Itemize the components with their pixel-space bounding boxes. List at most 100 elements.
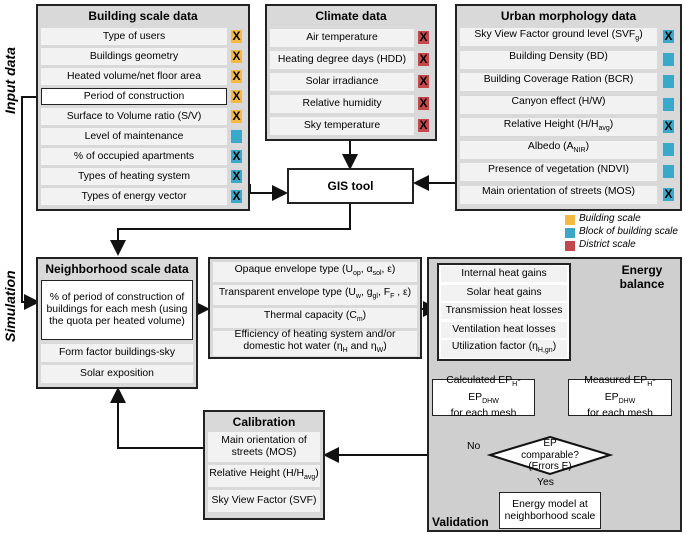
scale-marker [663,75,674,88]
climate-item: Air temperature [270,29,414,47]
climate-item: Sky temperature [270,117,414,135]
legend-swatch [565,228,575,238]
scale-marker: X [418,52,429,66]
climate-title: Climate data [315,9,387,23]
scale-marker [231,130,242,143]
decision-text: EP comparable? (Errors E) [521,438,579,473]
scale-marker: X [231,149,242,163]
climate-item: Heating degree days (HDD) [270,51,414,69]
legend-swatch [565,241,575,251]
calibration-item-relative-height: Relative Height (H/Havg) [208,465,320,487]
climate-item-label: Sky temperature [303,120,381,131]
calibration-item-mos: Main orientation of streets (MOS) [208,432,320,462]
legend-label: Block of building scale [579,226,678,237]
urban-item-label: Relative Height (H/Havg) [503,118,614,133]
urban-item: Relative Height (H/Havg) [460,118,657,136]
urban-item: Building Coverage Ration (BCR) [460,73,657,91]
urban-morphology-title: Urban morphology data [500,9,637,23]
scale-marker: X [663,29,674,43]
urban-item-label: Albedo (ANIR) [527,141,590,155]
no-label: No [467,441,481,452]
neighborhood-item-period: % of period of construction of buildings… [41,280,193,340]
neighborhood-panel: Neighborhood scale data % of period of c… [36,257,198,389]
scale-marker: X [418,74,429,88]
energy-item: Internal heat gains [441,266,567,282]
calibration-panel: Calibration Main orientation of streets … [203,410,325,520]
energy-item: Solar heat gains [441,284,567,301]
neighborhood-item-solar: Solar exposition [41,365,193,383]
building-item-label: Heated volume/net floor area [66,70,201,82]
urban-item: Sky View Factor ground level (SVFg) [460,28,657,46]
building-item: Buildings geometry [41,48,227,65]
building-item: Heated volume/net floor area [41,68,227,85]
urban-morphology-panel: Urban morphology data Sky View Factor gr… [455,4,682,211]
arrow-calibration-to-neighborhood [110,387,203,449]
energy-item: Ventilation heat losses [441,321,567,338]
climate-item-label: Heating degree days (HDD) [277,54,407,65]
validation-label: Validation [432,515,489,529]
climate-item-label: Solar irradiance [305,76,379,87]
efficiency-item: Efficiency of heating system and/or dome… [213,329,417,356]
calculated-ep-box: Calculated EPH-EPDHW for each mesh [432,375,535,419]
urban-item-label: Canyon effect (H/W) [511,96,606,108]
thermal-capacity-item: Thermal capacity (Cm) [213,308,417,328]
urban-item-label: Building Density (BD) [509,51,608,63]
transparent-envelope-item: Transparent envelope type (Uw, ggl, FF ,… [213,285,417,305]
urban-item: Building Density (BD) [460,50,657,69]
gis-tool-box: GIS tool [287,168,414,204]
urban-item: Presence of vegetation (NDVI) [460,163,657,181]
scale-marker: X [231,29,242,43]
urban-item-label: Sky View Factor ground level (SVFg) [474,28,643,43]
legend-label: District scale [579,239,636,250]
energy-balance-title: Energy balance [619,263,665,291]
scale-marker: X [231,109,242,123]
energy-item-label: Solar heat gains [466,286,542,298]
energy-item: Transmission heat losses [441,303,567,319]
scale-marker: X [663,186,674,201]
calibration-item-svf: Sky View Factor (SVF) [208,490,320,512]
scale-marker [663,165,674,178]
building-scale-title: Building scale data [88,9,198,23]
energy-model-box: Energy model at neighborhood scale [499,492,601,529]
building-item: Types of heating system [41,168,227,185]
legend-swatch [565,215,575,225]
energy-item-label: Transmission heat losses [445,305,563,316]
scale-marker: X [231,189,242,203]
arrow-building-to-gis [249,184,288,201]
scale-marker: X [418,118,429,132]
arrow-period-to-neighborhood [21,96,42,310]
climate-item-label: Air temperature [306,32,378,43]
scale-marker: X [418,96,429,110]
urban-item: Canyon effect (H/W) [460,95,657,114]
building-item-label: Level of maintenance [84,130,184,142]
climate-item: Solar irradiance [270,73,414,91]
measured-ep-box: Measured EPH-EPDHW for each mesh [568,375,672,419]
calibration-title: Calibration [232,415,296,429]
urban-item-label: Presence of vegetation (NDVI) [488,163,629,175]
building-item: Level of maintenance [41,128,227,145]
energy-item-label: Ventilation heat losses [452,323,556,335]
building-item-label: Types of heating system [77,170,191,182]
scale-marker [663,97,674,111]
building-item-label: Surface to Volume ratio (S/V) [66,110,202,122]
building-item: Types of energy vector [41,188,227,205]
building-item-label: Types of energy vector [81,190,187,202]
scale-marker [663,52,674,66]
yes-label: Yes [537,477,554,488]
climate-item-label: Relative humidity [302,98,382,109]
urban-item-label: Main orientation of streets (MOS) [481,186,636,198]
arrow-gis-to-neighborhood [110,204,351,256]
legend-label: Building scale [579,213,641,224]
neighborhood-title: Neighborhood scale data [45,262,189,276]
scale-marker: X [231,49,242,63]
energy-item-label: Internal heat gains [461,268,547,279]
building-item: Period of construction [41,88,227,105]
urban-item: Albedo (ANIR) [460,140,657,159]
neighborhood-item-form-factor: Form factor buildings-sky [41,344,193,362]
utilization-factor-item: Utilization factor (ηH,gn) [441,340,567,358]
scale-marker: X [231,69,242,83]
envelope-panel: Opaque envelope type (Uop, αsol, ε) Tran… [208,257,422,359]
urban-item: Main orientation of streets (MOS) [460,185,657,204]
